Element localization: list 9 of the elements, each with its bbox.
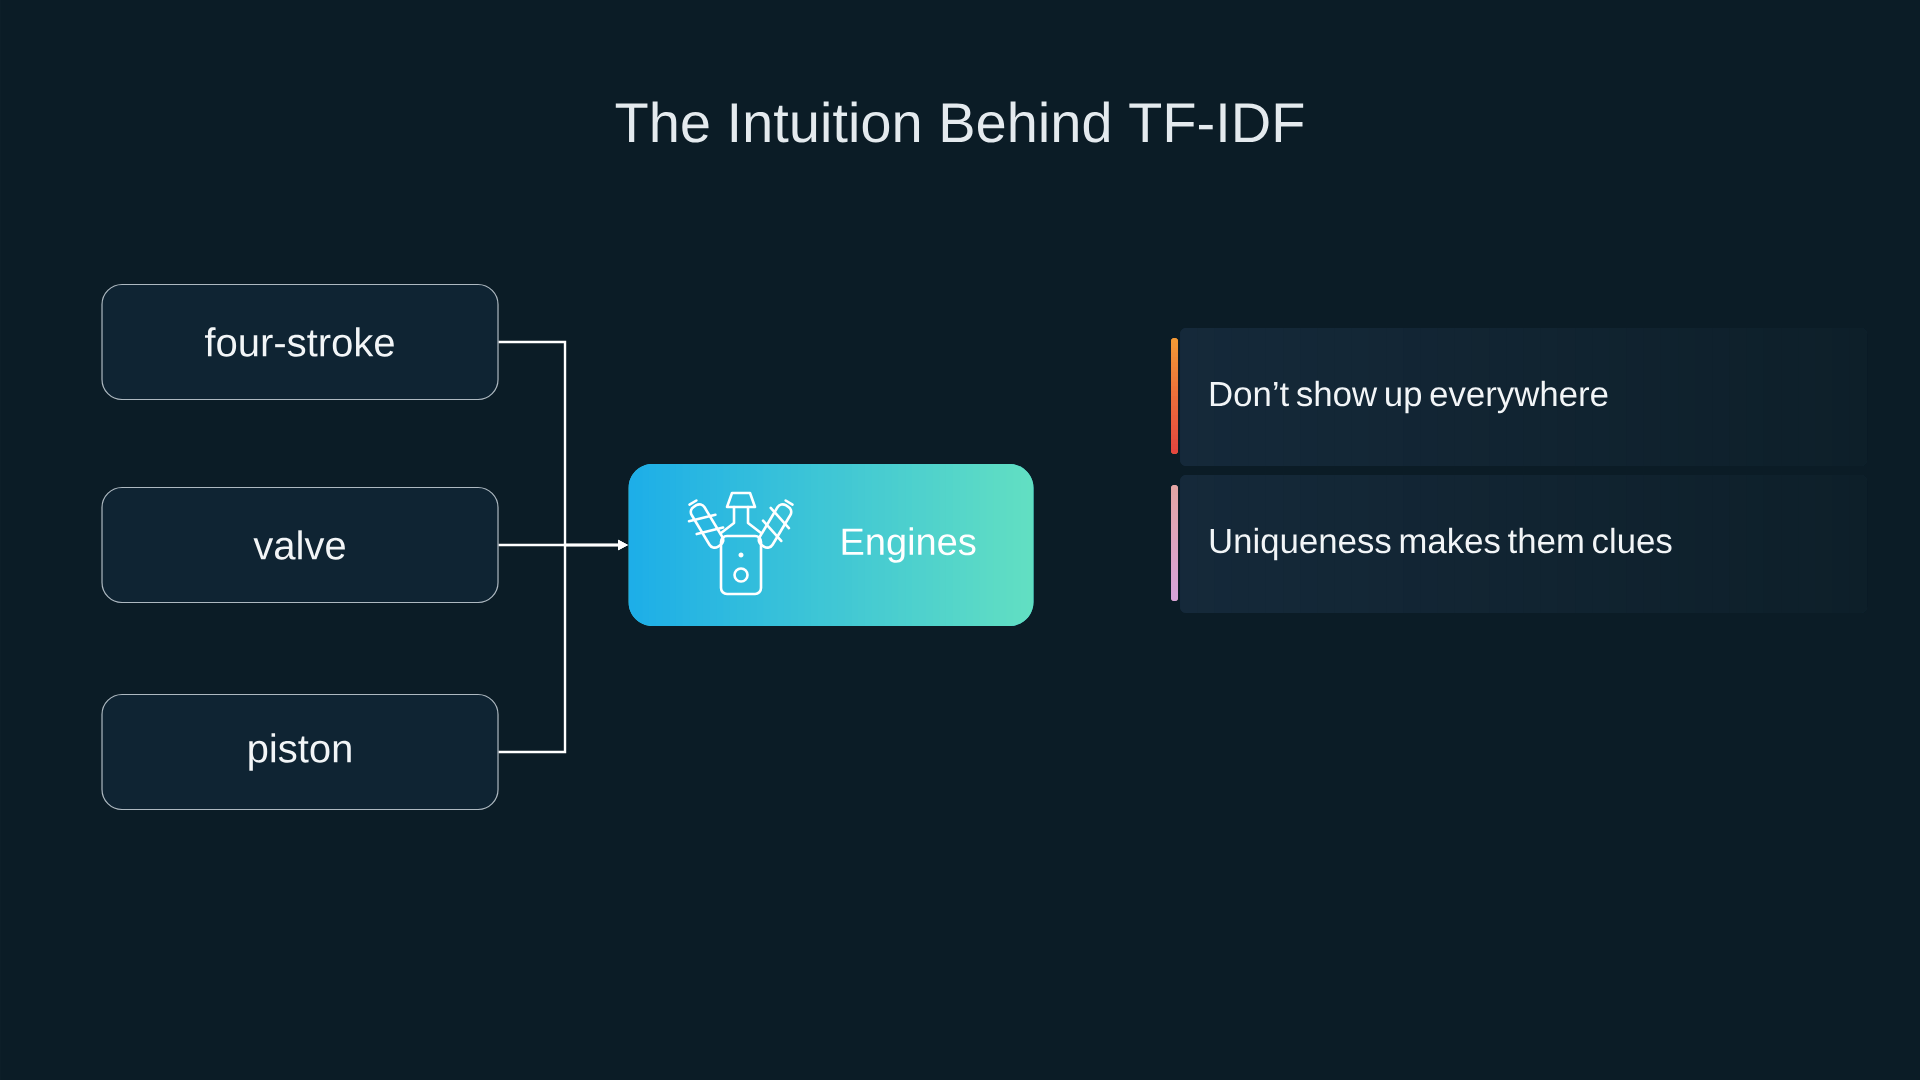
point-card: Uniqueness makes them clues bbox=[1180, 475, 1867, 613]
term-box: piston bbox=[101, 693, 499, 811]
term-box: four-stroke bbox=[101, 283, 499, 401]
node-label: Don’t show up everywhere bbox=[1210, 380, 1608, 414]
term-box: valve bbox=[101, 486, 499, 604]
point-card: Don’t show up everywhere bbox=[1180, 328, 1867, 466]
node-label: Uniqueness makes them clues bbox=[1210, 527, 1672, 561]
title: The Intuition Behind TF-IDF bbox=[615, 101, 1304, 143]
topic-box: Engines bbox=[628, 464, 1034, 626]
